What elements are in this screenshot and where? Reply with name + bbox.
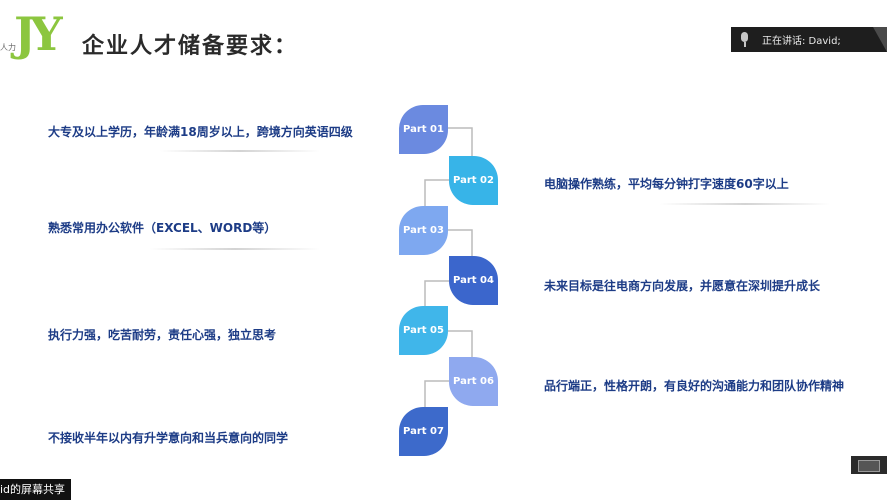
connector-06-07 xyxy=(424,380,449,407)
text-shadow-01 xyxy=(160,150,320,152)
part-07-label: Part 07 xyxy=(403,426,444,437)
part-06-label: Part 06 xyxy=(453,376,494,387)
requirement-05: 执行力强，吃苦耐劳，责任心强，独立思考 xyxy=(48,328,277,342)
requirement-03: 熟悉常用办公软件（EXCEL、WORD等） xyxy=(48,221,277,235)
part-03-badge: Part 03 xyxy=(399,206,448,255)
part-04-label: Part 04 xyxy=(453,275,494,286)
speaker-bar-corner xyxy=(873,27,887,52)
part-04-badge: Part 04 xyxy=(449,256,498,305)
logo-caption: 人力 xyxy=(0,43,16,52)
requirement-02: 电脑操作熟练，平均每分钟打字速度60字以上 xyxy=(544,177,789,191)
part-01-badge: Part 01 xyxy=(399,105,448,154)
active-speaker-bar: 正在讲话: David; xyxy=(731,27,887,52)
active-speaker-label: 正在讲话: David; xyxy=(762,36,841,47)
logo-mark: JY xyxy=(14,7,63,61)
company-logo: 人力 JY xyxy=(0,6,70,66)
part-01-label: Part 01 xyxy=(403,124,444,135)
text-shadow-02 xyxy=(660,203,830,205)
part-05-badge: Part 05 xyxy=(399,306,448,355)
part-02-badge: Part 02 xyxy=(449,156,498,205)
part-06-badge: Part 06 xyxy=(449,357,498,406)
part-03-label: Part 03 xyxy=(403,225,444,236)
requirement-07: 不接收半年以内有升学意向和当兵意向的同学 xyxy=(48,431,289,445)
connector-03-04 xyxy=(448,229,473,257)
connector-01-02 xyxy=(448,127,473,157)
part-07-badge: Part 07 xyxy=(399,407,448,456)
requirement-04: 未来目标是往电商方向发展，并愿意在深圳提升成长 xyxy=(544,279,821,293)
screen-icon[interactable] xyxy=(858,460,880,472)
requirement-01: 大专及以上学历，年龄满18周岁以上，跨境方向英语四级 xyxy=(48,125,353,139)
viewer-control[interactable] xyxy=(851,456,887,474)
slide-title: 企业人才储备要求： xyxy=(82,34,299,59)
requirement-06: 品行端正，性格开朗，有良好的沟通能力和团队协作精神 xyxy=(544,379,845,393)
part-05-label: Part 05 xyxy=(403,325,444,336)
connector-05-06 xyxy=(448,330,473,357)
connector-04-05 xyxy=(424,280,449,307)
part-02-label: Part 02 xyxy=(453,175,494,186)
screen-share-label: id的屏幕共享 xyxy=(0,479,72,500)
microphone-icon xyxy=(738,31,752,48)
text-shadow-03 xyxy=(150,248,320,250)
connector-02-03 xyxy=(424,179,449,207)
